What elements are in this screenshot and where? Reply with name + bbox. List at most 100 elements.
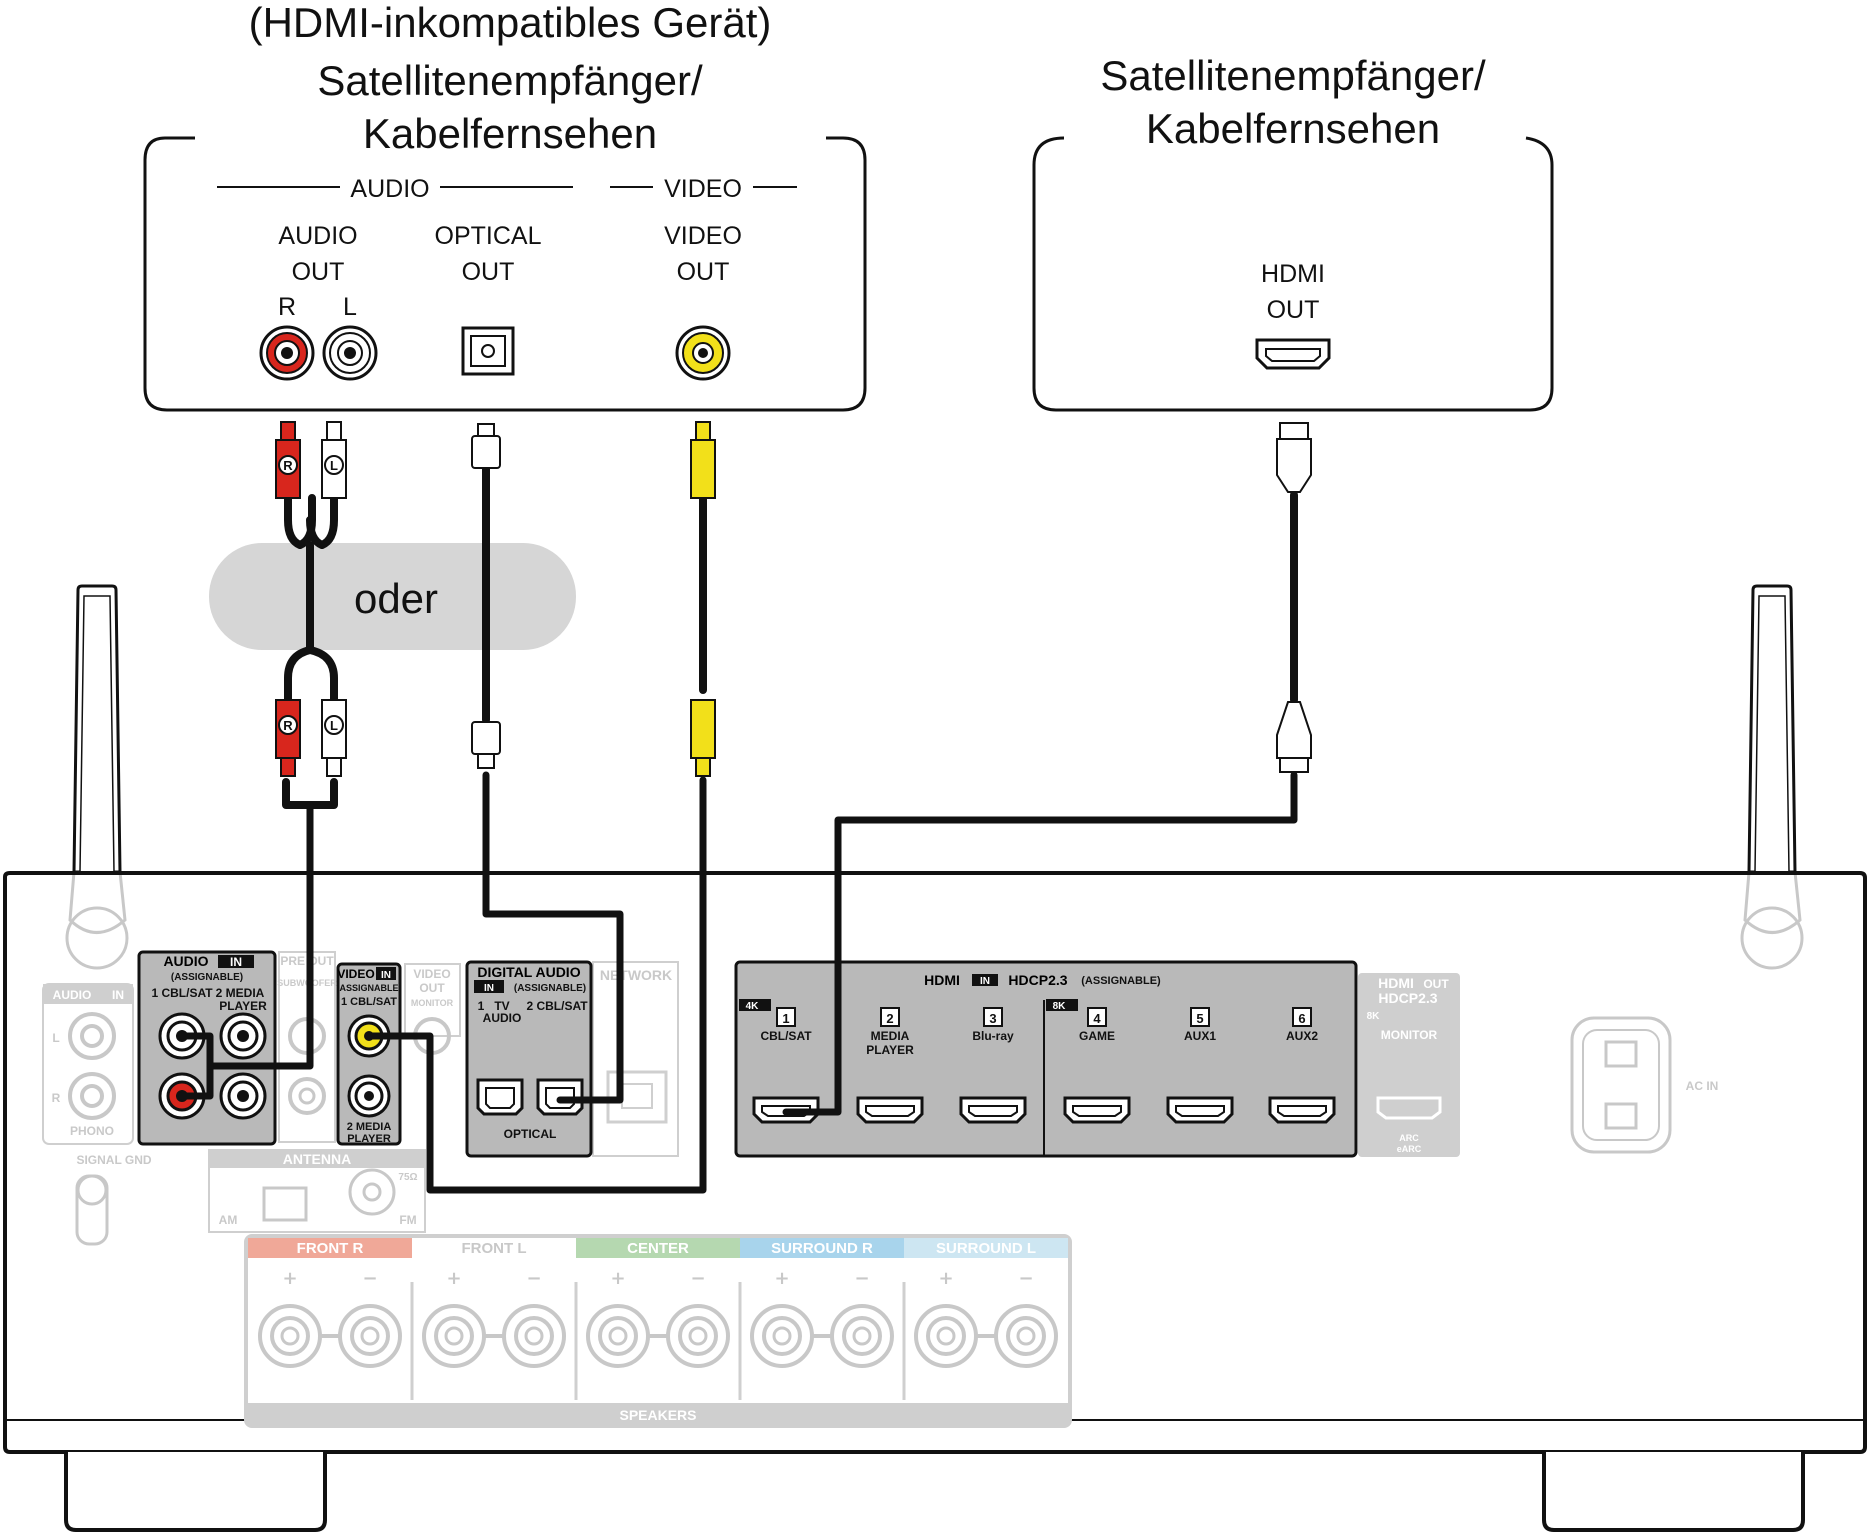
speaker-group-label: SURROUND R — [771, 1240, 873, 1257]
speaker-terminal-ring — [350, 1316, 390, 1356]
speaker-terminal-ring — [678, 1316, 718, 1356]
speaker-terminal-core — [1016, 1326, 1036, 1346]
fm-label: FM — [399, 1213, 416, 1227]
phono-r-label: R — [52, 1091, 61, 1105]
hdmi-out-section: HDMI OUT HDCP2.3 8K MONITOR ARC eARC — [1358, 973, 1460, 1157]
speaker-terminal-core — [608, 1326, 628, 1346]
speaker-terminal-ring — [514, 1316, 554, 1356]
cable-plugs: R L R L — [275, 421, 1312, 777]
audio-in-title: AUDIO — [163, 953, 208, 969]
phono-title: AUDIO — [53, 988, 92, 1002]
speaker-group-label: SURROUND L — [936, 1240, 1036, 1257]
speaker-group-header — [904, 1238, 1068, 1258]
digital-in-badge: IN — [484, 983, 494, 994]
hdmi-port-number: 2 — [886, 1011, 893, 1026]
hdmi-port-number-box — [983, 1007, 1003, 1027]
arc-label: ARC — [1399, 1133, 1419, 1143]
hdmi-port-label: GAME — [1079, 1029, 1115, 1043]
video-in-badge: IN — [381, 970, 391, 981]
hdmi-out-hdcp: HDCP2.3 — [1378, 990, 1437, 1006]
audio-in-1-label: 1 CBL/SAT — [151, 986, 213, 1000]
optical-in-1-icon — [476, 1078, 524, 1116]
speaker-group-2: FRONT L+− — [410, 1238, 576, 1400]
video-in-2-jack-icon — [347, 1074, 391, 1118]
minus-icon: − — [854, 1268, 869, 1289]
plus-icon: + — [282, 1268, 297, 1289]
speaker-terminal-ring — [842, 1316, 882, 1356]
antenna-label: ANTENNA — [283, 1151, 351, 1167]
phono-label: PHONO — [70, 1124, 114, 1138]
speaker-terminal-core — [936, 1326, 956, 1346]
or-separator: oder — [209, 543, 576, 650]
hdmi-port-inner — [1277, 1105, 1327, 1117]
digital-1c-label: AUDIO — [483, 1011, 522, 1025]
speaker-terminal-ring — [1006, 1316, 1046, 1356]
hdmi-port-label: CBL/SAT — [760, 1029, 812, 1043]
speaker-group-1: FRONT R+− — [248, 1238, 412, 1368]
ac-in-section: AC IN — [1570, 1016, 1718, 1154]
channel-l-label: L — [343, 293, 357, 321]
speaker-terminal-icon — [422, 1304, 486, 1368]
video-out-label-2: OUT — [677, 258, 730, 286]
hdmi-port-number: 1 — [782, 1011, 789, 1026]
audio-in-2a-label: 2 MEDIA — [216, 986, 265, 1000]
earc-label: eARC — [1397, 1144, 1422, 1154]
optical-out-label-1: OPTICAL — [435, 222, 542, 250]
digital-1b-label: TV — [494, 999, 509, 1013]
speaker-terminal-core — [772, 1326, 792, 1346]
speaker-group-header — [248, 1238, 412, 1258]
plug-red-top-icon: R — [275, 421, 301, 499]
audio-in-2-l-jack-icon — [219, 1012, 267, 1060]
rca-jack-yellow-icon — [675, 325, 731, 381]
plus-icon: + — [610, 1268, 625, 1289]
plug-white-bottom-icon: L — [321, 699, 347, 777]
audio-in-2-r-jack-icon — [219, 1072, 267, 1120]
speakers-section: FRONT R+−FRONT L+−CENTER+−SURROUND R+−SU… — [244, 1234, 1072, 1428]
hdmi-port-number-box — [1292, 1007, 1312, 1027]
hdmi-out-monitor: MONITOR — [1381, 1028, 1438, 1042]
audio-in-badge: IN — [230, 955, 242, 969]
hdmi-in-assignable: (ASSIGNABLE) — [1081, 975, 1161, 987]
receiver-chassis — [3, 871, 1867, 1454]
left-source-device: (HDMI-inkompatibles Gerät) Satellitenemp… — [143, 0, 867, 412]
plug-yellow-bottom-icon — [690, 699, 716, 777]
hdmi-port-inner — [1072, 1105, 1122, 1117]
foot-left — [64, 1452, 327, 1532]
composite-video-cable — [365, 494, 707, 1194]
audio-out-label-1: AUDIO — [278, 222, 357, 250]
hdmi-out-8k: 8K — [1367, 1011, 1381, 1022]
plug-white-top-label: L — [330, 458, 338, 473]
hdmi-port-inner — [1175, 1105, 1225, 1117]
hdmi-out-badge: OUT — [1423, 977, 1449, 991]
speaker-terminal-core — [280, 1326, 300, 1346]
hdmi-in-section: HDMI IN HDCP2.3 (ASSIGNABLE) 4K 8K 1CBL/… — [734, 960, 1358, 1158]
ohm-label: 75Ω — [398, 1172, 417, 1183]
plug-white-top-icon: L — [321, 421, 347, 499]
hdmi-8k-badge: 8K — [1053, 1001, 1067, 1012]
hdmi-4k-badge: 4K — [746, 1001, 760, 1012]
video-out-badge: OUT — [419, 981, 445, 995]
digital-1a-label: 1 — [478, 999, 485, 1013]
speaker-group-header — [576, 1238, 740, 1258]
speaker-group-label: FRONT L — [462, 1240, 527, 1257]
hdmi-cable — [782, 491, 1298, 1116]
speaker-group-5: SURROUND L + − — [902, 1238, 1068, 1400]
right-device-title-2: Kabelfernsehen — [1146, 105, 1440, 152]
optical-plug-top-icon — [471, 423, 501, 469]
group-audio-label: AUDIO — [350, 175, 429, 203]
hdmi-in-ports: 1CBL/SAT2MEDIAPLAYER3Blu-ray4GAME5AUX16A… — [752, 1007, 1336, 1124]
phono-badge: IN — [112, 988, 124, 1002]
video-out-monitor: MONITOR — [411, 998, 454, 1008]
antenna-left-icon — [65, 584, 129, 970]
speaker-group-4: SURROUND R+− — [738, 1238, 904, 1400]
right-device-box — [1032, 136, 1554, 412]
plus-icon: + — [938, 1268, 953, 1289]
cables — [178, 464, 1298, 1194]
minus-icon: − — [1018, 1268, 1033, 1289]
minus-icon: − — [526, 1268, 541, 1289]
